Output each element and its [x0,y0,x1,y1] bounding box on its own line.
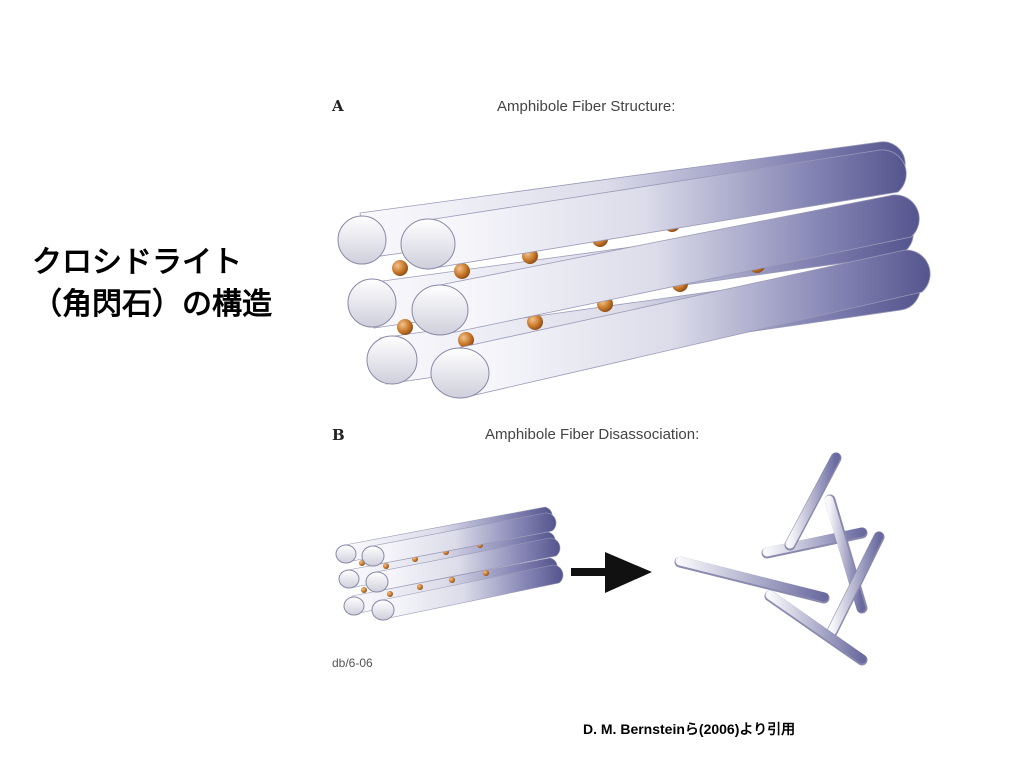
panel-b-letter: B [332,426,345,444]
cation-ball [483,570,489,576]
rod [785,452,841,549]
fiber-a-front-3 [430,249,931,399]
cation-ball [449,577,455,583]
fiber-a-front-1 [400,149,907,270]
cation-ball [383,563,389,569]
cation-ball [527,314,543,330]
arrow-icon [571,552,652,593]
cation-ball [417,584,423,590]
cation-ball [387,591,393,597]
rod [765,590,867,664]
panel-b-title: Amphibole Fiber Disassociation: [485,426,700,443]
slide-heading: クロシドライト （角閃石）の構造 [32,242,292,326]
cation-ball [361,587,367,593]
cation-ball [458,332,474,348]
cation-ball [392,260,408,276]
heading-line-1: クロシドライト [32,245,242,280]
fiber-b-front [361,512,564,621]
cation-ball [454,263,470,279]
panel-a-title: Amphibole Fiber Structure: [497,98,676,115]
figure-code: db/6-06 [332,656,373,670]
fiber-bundle-a [337,141,931,399]
citation: D. M. Bernsteinら(2006)より引用 [583,721,796,737]
cation-ball [397,319,413,335]
rod [675,556,829,602]
heading-line-2: （角閃石）の構造 [32,287,272,322]
rod [827,531,884,636]
disassociated-fibers [674,452,885,666]
panel-a-letter: A [332,97,344,115]
fiber-bundle-b [335,506,564,621]
fiber-a-front-2 [411,194,920,336]
